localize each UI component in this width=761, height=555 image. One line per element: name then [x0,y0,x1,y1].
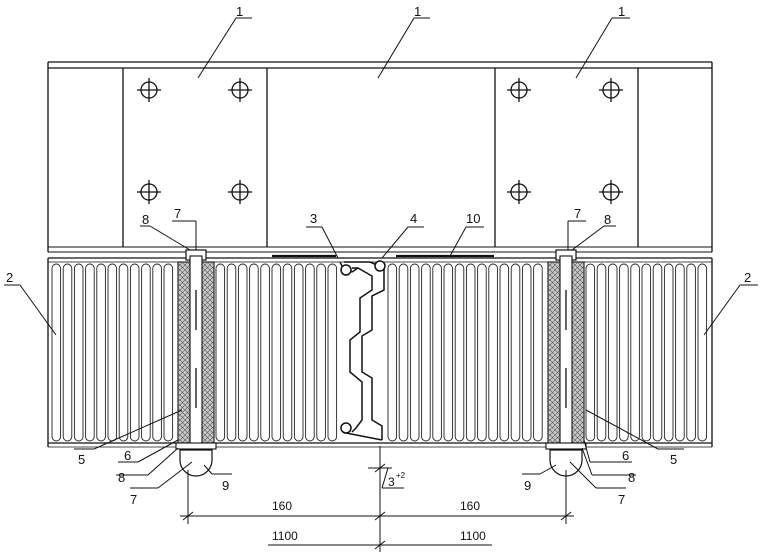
fiber-cell [387,263,398,442]
fiber-cell [421,263,431,442]
callout-liner-left: 6 [124,448,131,463]
fiber-cell [271,263,282,442]
callout-beam-left: 1 [236,4,243,19]
fiber-cell [488,263,498,442]
fiber-cell [226,263,237,442]
bolt-holes [137,78,623,204]
fiber-cell [663,263,674,442]
fiber-cell [73,263,84,442]
fiber-cell [260,263,270,442]
fiber-cell [675,263,685,442]
fiber-cell [237,263,248,442]
callout-insulation-right: 5 [670,452,677,467]
fiber-cell [477,263,487,442]
dimension-bolt-offset-left: 160 [272,499,292,513]
fiber-cell [152,263,162,442]
callout-washer-top-left: 8 [142,212,149,227]
mineral-wool-fibers [51,263,708,442]
callout-insulation-left: 5 [78,452,85,467]
callout-cap-right: 9 [524,478,531,493]
callout-liner-right: 6 [622,448,629,463]
fiber-cell [686,263,696,442]
callout-nut-bottom-right: 7 [618,492,625,507]
fiber-cell [316,263,326,442]
bolt-hole [599,180,623,204]
bolt-hole [137,180,161,204]
bolt-hole [507,78,531,102]
fiber-cell [641,263,652,442]
sandwich-panels [47,257,713,448]
fiber-cell [85,263,95,442]
fiber-cell [163,263,174,442]
steel-beam [47,61,713,253]
fiber-cell [107,263,118,442]
joint-profile [339,260,386,441]
fiber-cell [409,263,420,442]
fiber-cell [443,263,454,442]
fiber-cell [596,263,607,442]
dimension-gap-tolerance: +2 [396,471,406,480]
callout-washer-bottom-right: 8 [628,470,635,485]
fiber-cell [51,263,62,442]
fiber-cell [129,263,140,442]
dimension-lines [180,446,574,552]
bolt-hole [507,180,531,204]
fiber-cell [585,263,596,442]
callout-joint-seal: 3 [310,211,317,226]
fiber-cell [521,263,532,442]
callout-washer-top-right: 8 [604,212,611,227]
bolt-hole [599,78,623,102]
fiber-cell [630,263,640,442]
callout-nut-bottom-left: 7 [130,492,137,507]
fiber-cell [619,263,629,442]
fiber-cell [62,263,73,442]
callout-bolt-top-left: 7 [174,206,181,221]
fiber-cell [533,263,543,442]
fiber-cell [249,263,259,442]
fiber-cell [96,263,106,442]
leader-lines [4,17,758,489]
bolt-hole [228,180,252,204]
fiber-cell [652,263,663,442]
fiber-cell [282,263,293,442]
fastener-left [175,249,217,477]
fiber-cell [118,263,129,442]
callout-cap-left: 9 [222,478,229,493]
fiber-cell [141,263,151,442]
bolt-hole [137,78,161,102]
fiber-cell [607,263,618,442]
fiber-cell [465,263,476,442]
fiber-cell [305,263,315,442]
callout-top-strip: 10 [466,211,480,226]
fiber-cell [293,263,304,442]
fiber-cell [327,263,338,442]
fiber-cell [432,263,442,442]
fiber-cell [398,263,409,442]
callout-washer-bottom-left: 8 [118,470,125,485]
dimension-module-right: 1100 [460,529,486,543]
fiber-cell [510,263,521,442]
callout-bolt-top-right: 7 [574,206,581,221]
callout-beam-right: 1 [618,4,625,19]
callout-panel-right: 2 [744,270,751,285]
callout-beam-center: 1 [414,4,421,19]
callout-joint-profile: 4 [410,211,417,226]
fiber-cell [215,263,226,442]
fastener-right [545,249,587,477]
dimension-bolt-offset-right: 160 [460,499,480,513]
dimension-module-left: 1100 [272,529,298,543]
dimension-gap-base: 3 [388,475,395,489]
fiber-cell [499,263,510,442]
callout-panel-left: 2 [6,270,13,285]
fiber-cell [454,263,465,442]
bolt-hole [228,78,252,102]
fiber-cell [697,263,708,442]
